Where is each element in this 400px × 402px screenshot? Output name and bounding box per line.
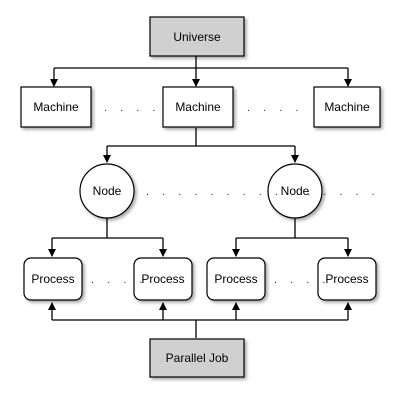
process-label: Process (141, 272, 184, 286)
process-box: Process (23, 257, 83, 301)
connectors-job-processes (48, 302, 352, 338)
universe-label: Universe (173, 30, 221, 44)
ellipsis: . . . . (274, 274, 330, 286)
ellipsis: . . . . (104, 102, 160, 114)
node-label: Node (93, 184, 122, 198)
process-label: Process (325, 272, 368, 286)
node-circle: Node (79, 163, 135, 219)
machine-box: Machine (313, 86, 381, 128)
node-circle: Node (267, 163, 323, 219)
process-box: Process (317, 257, 377, 301)
connectors-machine-nodes (103, 128, 299, 163)
universe-box: Universe (149, 16, 245, 57)
parallel-job-label: Parallel Job (166, 351, 229, 365)
parallel-job-box: Parallel Job (149, 338, 245, 378)
ellipsis: . . . . (247, 102, 303, 114)
process-label: Process (31, 272, 74, 286)
machine-box: Machine (162, 86, 234, 128)
machine-label: Machine (175, 100, 221, 114)
ellipsis: . . . . (91, 274, 147, 286)
machine-box: Machine (20, 86, 92, 128)
connectors-nodes-processes (48, 218, 352, 257)
node-label: Node (281, 184, 310, 198)
machine-label: Machine (324, 100, 370, 114)
connectors-universe-machines (50, 56, 352, 87)
process-box: Process (206, 257, 266, 301)
machine-label: Machine (33, 100, 79, 114)
ellipsis: . . . . . . . . . . . . . . . (146, 186, 380, 198)
process-box: Process (133, 257, 193, 301)
process-label: Process (214, 272, 257, 286)
